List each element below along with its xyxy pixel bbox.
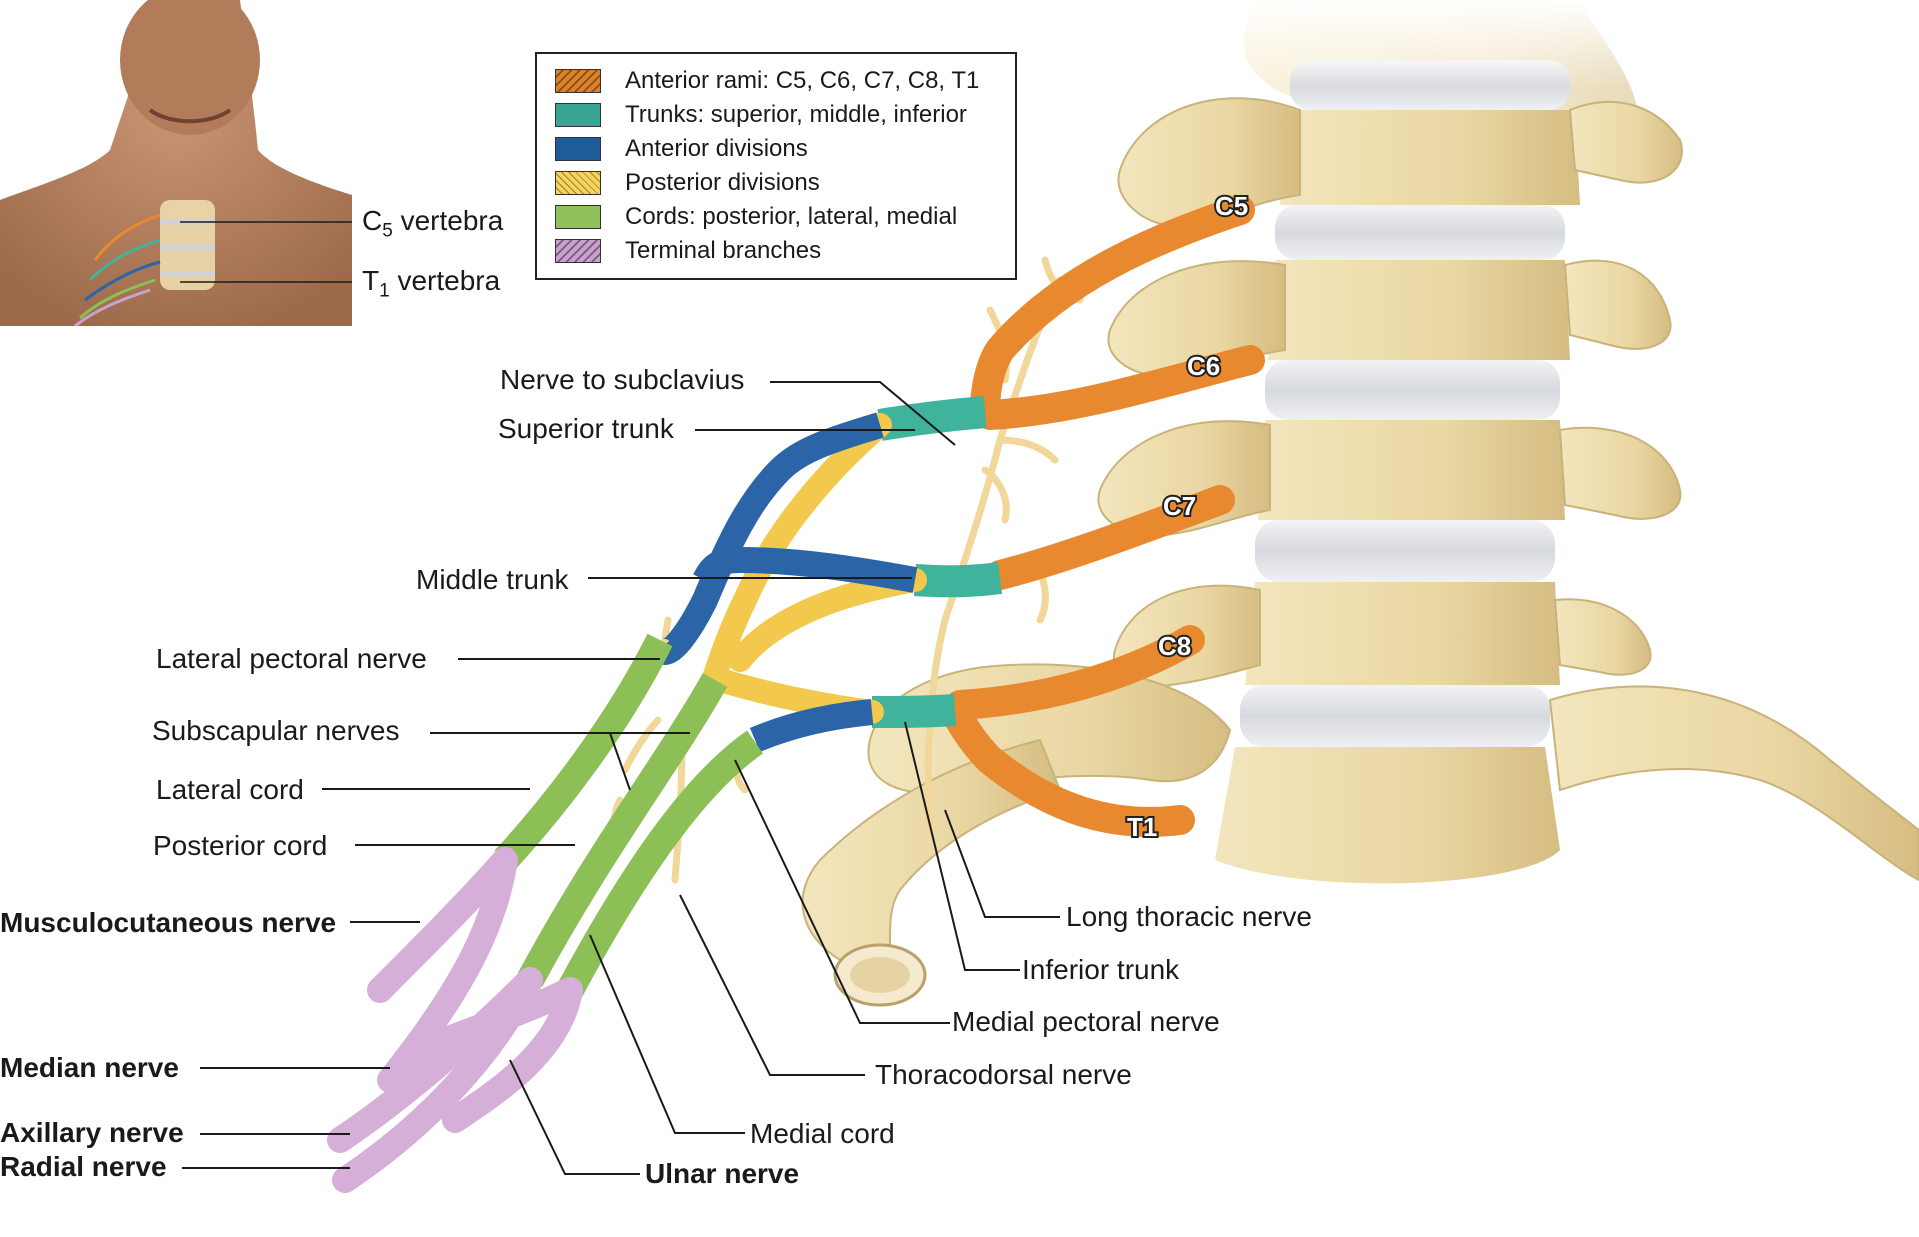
ramus-c8 (945, 625, 1205, 720)
t1-vertebra-letter: T (362, 265, 380, 296)
anterior-divisions (650, 412, 918, 752)
label-radial-nerve: Radial nerve (0, 1151, 167, 1182)
t1-vertebra-suffix: vertebra (389, 265, 501, 296)
lateral-cord-path (494, 633, 673, 870)
legend-label: Cords: posterior, lateral, medial (625, 203, 958, 230)
legend-label: Posterior divisions (625, 169, 820, 196)
posterior-divisions-swatch (555, 171, 601, 195)
cords (494, 633, 764, 997)
label-medial-cord: Medial cord (750, 1118, 895, 1149)
anterior-rami (940, 195, 1265, 837)
terminal-branches (327, 847, 583, 1193)
legend-row-trunks: Trunks: superior, middle, inferior (555, 101, 967, 128)
legend-label: Trunks: superior, middle, inferior (625, 101, 967, 128)
inferior-trunk (871, 694, 957, 728)
label-superior-trunk: Superior trunk (498, 413, 674, 444)
legend-label: Anterior divisions (625, 135, 808, 162)
c5-vertebra-label: C5 vertebra (362, 205, 503, 243)
label-thoracodorsal-nerve: Thoracodorsal nerve (875, 1059, 1132, 1090)
legend-row-anterior-rami: Anterior rami: C5, C6, C7, C8, T1 (555, 67, 980, 94)
c5-vertebra-subscript: 5 (382, 220, 393, 242)
inset-neck-illustration (0, 0, 352, 326)
label-lateral-pectoral-nerve: Lateral pectoral nerve (156, 643, 427, 674)
ramus-c5 (970, 195, 1255, 425)
label-lateral-cord: Lateral cord (156, 774, 304, 805)
c7-tag: C7 (1163, 491, 1196, 521)
cords-swatch (555, 205, 601, 229)
middle-trunk (913, 562, 1003, 598)
legend-label: Terminal branches (625, 237, 822, 264)
c6-tag: C6 (1187, 351, 1220, 381)
label-inferior-trunk: Inferior trunk (1022, 954, 1180, 985)
c5-tag: C5 (1215, 191, 1248, 221)
label-long-thoracic-nerve: Long thoracic nerve (1066, 901, 1312, 932)
label-posterior-cord: Posterior cord (153, 830, 328, 861)
legend-row-anterior-divisions: Anterior divisions (555, 135, 808, 162)
label-ulnar-nerve: Ulnar nerve (645, 1158, 800, 1189)
legend-row-posterior-divisions: Posterior divisions (555, 169, 820, 196)
label-nerve-to-subclavius: Nerve to subclavius (500, 364, 745, 395)
rami-labels: C5 C6 C7 C8 T1 (1125, 189, 1250, 844)
legend: Anterior rami: C5, C6, C7, C8, T1 Trunks… (535, 52, 1017, 280)
t1-tag: T1 (1127, 812, 1157, 842)
legend-row-cords: Cords: posterior, lateral, medial (555, 203, 958, 230)
legend-label: Anterior rami: C5, C6, C7, C8, T1 (625, 67, 980, 94)
anterior-divisions-swatch (555, 137, 601, 161)
label-axillary-nerve: Axillary nerve (0, 1117, 184, 1148)
label-median-nerve: Median nerve (0, 1052, 179, 1083)
ulnar-nerve-path (442, 977, 583, 1133)
t1-vertebra-subscript: 1 (379, 280, 390, 302)
legend-row-terminal-branches: Terminal branches (555, 237, 822, 264)
leader-lines (182, 381, 1060, 1175)
trunks-swatch (555, 103, 601, 127)
medial-cord-path (557, 730, 764, 997)
t1-vertebra-label: T1 vertebra (362, 265, 500, 303)
terminal-branches-swatch (555, 239, 601, 263)
label-medial-pectoral-nerve: Medial pectoral nerve (952, 1006, 1220, 1037)
label-subscapular-nerves: Subscapular nerves (152, 715, 400, 746)
ramus-c7 (985, 485, 1235, 590)
c5-vertebra-suffix: vertebra (392, 205, 504, 236)
posterior-cord-path (517, 673, 728, 987)
superior-trunk (877, 396, 987, 441)
c8-tag: C8 (1158, 631, 1191, 661)
ramus-c6 (975, 345, 1265, 430)
anterior-rami-swatch (555, 69, 601, 93)
radial-nerve-path (332, 967, 543, 1193)
c5-vertebra-letter: C (362, 205, 383, 236)
label-musculocutaneous-nerve: Musculocutaneous nerve (0, 907, 337, 938)
label-middle-trunk: Middle trunk (416, 564, 569, 595)
inset-drawing (0, 0, 352, 326)
ramus-t1 (940, 697, 1195, 837)
